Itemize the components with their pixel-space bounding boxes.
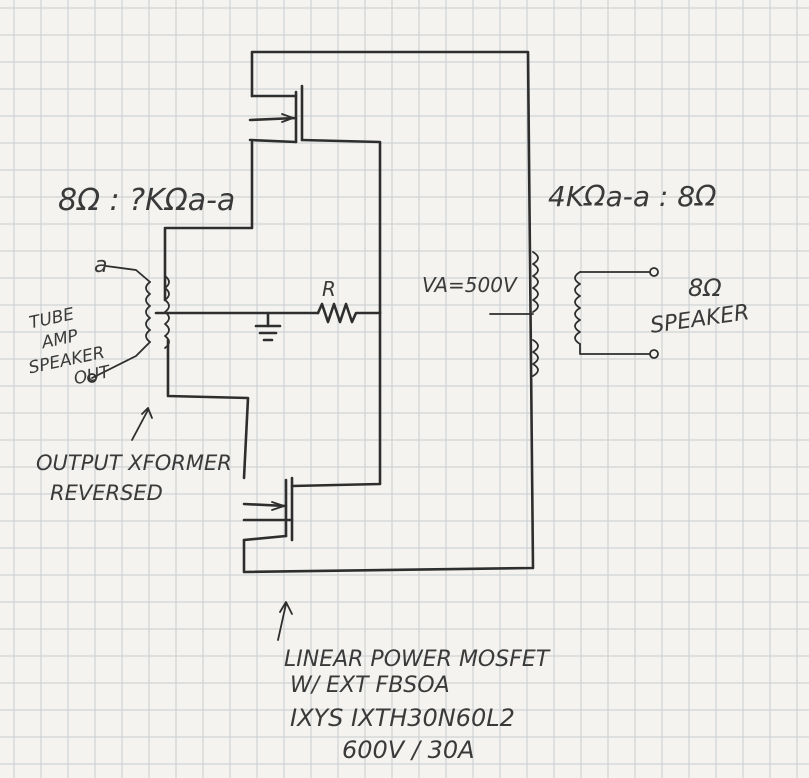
mosfet-note-line-2: W/ EXT FBSOA	[290, 673, 450, 698]
right-transformer	[489, 251, 659, 377]
left-transformer	[87, 265, 170, 383]
speaker-terminal-top	[649, 267, 659, 277]
va-label: VA=500V	[422, 273, 518, 297]
input-terminal-label: a	[94, 253, 107, 278]
xformer-note-line-2: REVERSED	[50, 481, 163, 505]
input-desc: TUBE AMP SPEAKER OUT	[27, 304, 113, 389]
speaker-ohms-label: 8Ω	[688, 274, 722, 302]
speaker-word-label: SPEAKER	[649, 300, 751, 339]
resistor-r	[316, 302, 382, 324]
xformer-note-line-1: OUTPUT XFORMER	[36, 451, 232, 475]
arrow-to-mosfet	[277, 601, 293, 641]
ratio-left-label: 8Ω : ?KΩa-a	[58, 183, 235, 218]
mosfet-note-line-3: IXYS IXTH30N60L2	[290, 704, 515, 732]
top-rail-wire	[242, 50, 535, 574]
speaker-terminal-bottom	[649, 349, 659, 359]
mosfet-note-line-4: 600V / 30A	[342, 736, 475, 764]
resistor-label: R	[322, 277, 336, 301]
ratio-right-label: 4KΩa-a : 8Ω	[548, 180, 717, 213]
ground-symbol	[254, 311, 282, 342]
lower-mosfet	[166, 310, 382, 542]
upper-mosfet	[163, 84, 382, 314]
arrow-to-xformer	[131, 407, 153, 441]
mosfet-note-line-1: LINEAR POWER MOSFET	[284, 647, 551, 672]
